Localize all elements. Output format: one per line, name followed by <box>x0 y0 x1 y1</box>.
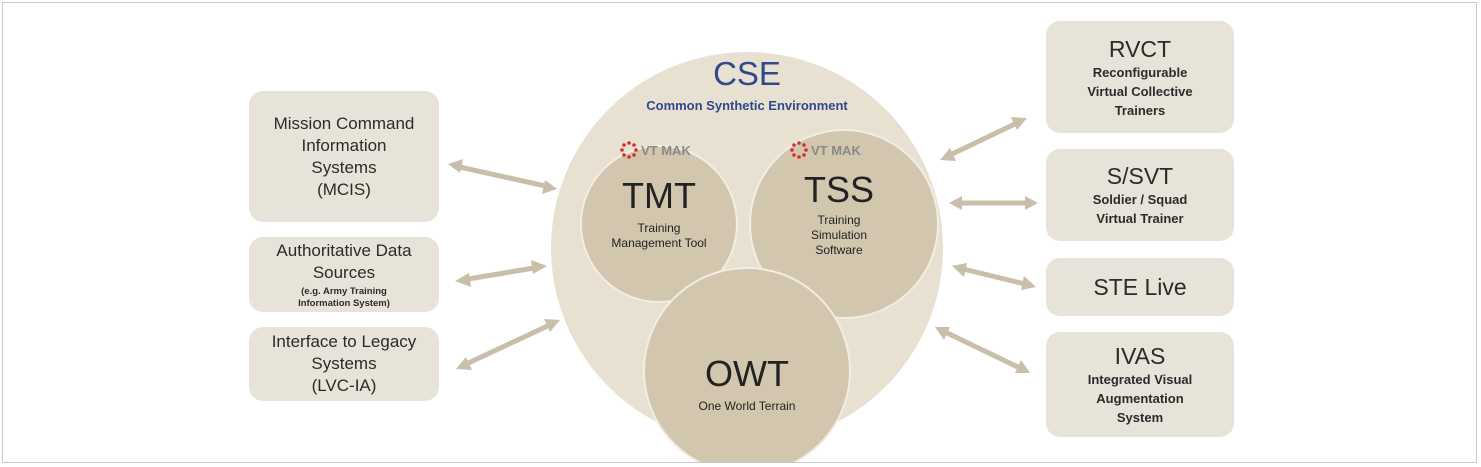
tmt-circle <box>580 145 738 303</box>
cse-title: CSE <box>713 55 781 92</box>
box-ste-live: STE Live <box>1046 258 1234 316</box>
diagram-canvas <box>448 52 1038 462</box>
mcis-line-4: (MCIS) <box>317 179 371 199</box>
owt-circle <box>643 267 851 462</box>
tss-vtmak-logo: VT MAK <box>790 141 861 159</box>
rvct-line-3: Trainers <box>1114 102 1166 118</box>
arrow-ste <box>956 265 1032 288</box>
owt-subtitle: One World Terrain <box>698 399 796 413</box>
ssvt-line-2: Virtual Trainer <box>1096 211 1184 226</box>
ads-note-2: Information System) <box>298 297 390 309</box>
legacy-line-1: Interface to Legacy <box>271 332 417 351</box>
mcis-line-2: Information <box>301 135 387 155</box>
owt-title: OWT <box>705 353 789 394</box>
tmt-vtmak-logo: VT MAK <box>620 141 691 159</box>
mcis-line-3: Systems <box>311 157 377 177</box>
box-mcis: Mission Command Information Systems (MCI… <box>249 91 439 222</box>
arrow-ads <box>459 264 543 283</box>
rvct-line-1: Reconfigurable <box>1092 64 1188 80</box>
legacy-line-3: (LVC-IA) <box>311 376 377 395</box>
tmt-logo-text: VT MAK <box>641 142 691 158</box>
rvct-title: RVCT <box>1108 35 1172 62</box>
box-ssvt: S/SVT Soldier / Squad Virtual Trainer <box>1046 149 1234 241</box>
ads-line-1: Authoritative Data <box>276 240 412 260</box>
ste-title: STE Live <box>1093 274 1187 300</box>
vtmak-logo-icon <box>620 141 638 159</box>
tmt-subtitle-2: Management Tool <box>611 236 707 250</box>
arrow-mcis <box>452 163 553 190</box>
box-rvct: RVCT Reconfigurable Virtual Collective T… <box>1046 21 1234 133</box>
cse-subtitle: Common Synthetic Environment <box>646 98 848 113</box>
tss-subtitle-1: Training <box>817 213 861 227</box>
tss-circle <box>749 129 939 319</box>
tss-logo-text: VT MAK <box>811 142 861 158</box>
ivas-line-3: System <box>1116 410 1164 425</box>
mcis-line-1: Mission Command <box>273 113 415 133</box>
arrow-rvct <box>943 118 1024 160</box>
vtmak-logo-icon <box>790 141 808 159</box>
ssvt-line-1: Soldier / Squad <box>1092 192 1188 207</box>
tmt-title: TMT <box>622 175 696 216</box>
arrow-legacy <box>459 320 557 369</box>
tss-title: TSS <box>803 169 874 210</box>
ivas-line-2: Augmentation <box>1096 391 1184 406</box>
arrow-ivas <box>938 327 1027 373</box>
tss-subtitle-3: Software <box>815 243 863 257</box>
tmt-subtitle-1: Training <box>637 221 681 235</box>
ssvt-title: S/SVT <box>1106 163 1174 189</box>
box-authoritative-data: Authoritative Data Sources (e.g. Army Tr… <box>249 237 439 312</box>
ivas-title: IVAS <box>1114 343 1166 369</box>
ivas-line-1: Integrated Visual <box>1087 372 1193 387</box>
connector-arrows <box>452 118 1034 373</box>
rvct-line-2: Virtual Collective <box>1087 83 1193 99</box>
tss-subtitle-2: Simulation <box>810 228 868 242</box>
box-legacy-systems: Interface to Legacy Systems (LVC-IA) <box>249 327 439 401</box>
box-ivas: IVAS Integrated Visual Augmentation Syst… <box>1046 332 1234 437</box>
ads-line-2: Sources <box>312 262 376 282</box>
legacy-line-2: Systems <box>311 354 377 373</box>
ads-note-1: (e.g. Army Training <box>301 285 387 297</box>
arrowheads <box>448 117 1038 373</box>
